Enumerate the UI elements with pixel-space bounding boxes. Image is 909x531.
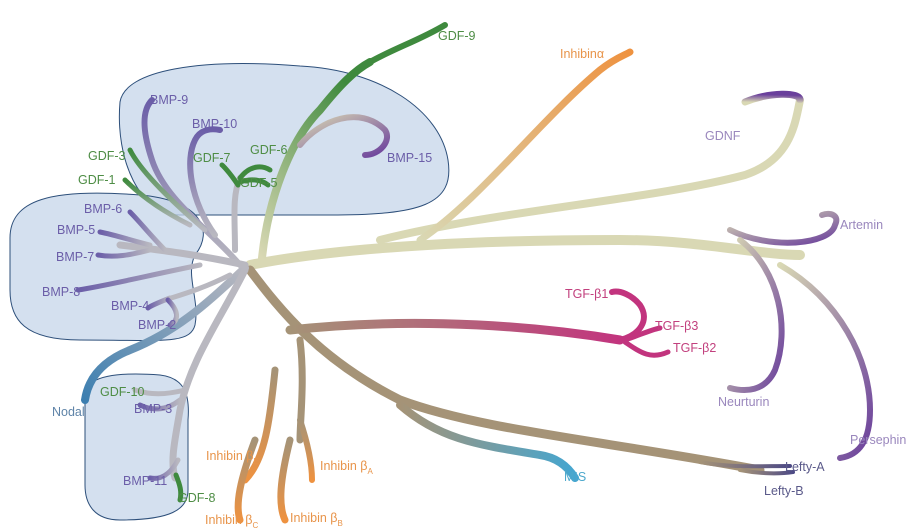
label-gdnf: GDNF	[705, 129, 741, 143]
branch-neurturin	[727, 237, 785, 393]
label-gdf7: GDF-7	[193, 151, 231, 165]
label-gdf8: GDF-8	[178, 491, 216, 505]
label-inhibin-ba: Inhibin βA	[320, 459, 374, 476]
branch-inhibin-alpha	[416, 48, 634, 244]
labels: GDF-9 Inhibinα BMP-9 BMP-10 GDF-3 GDF-7 …	[42, 29, 906, 530]
branch-lefty-a	[698, 460, 792, 469]
label-lefty-b: Lefty-B	[764, 484, 804, 498]
branch-main-right	[245, 234, 805, 270]
branch-bmp2	[165, 297, 179, 328]
label-nodal: Nodal	[52, 405, 85, 419]
label-gdf6: GDF-6	[250, 143, 288, 157]
bmp-branches	[75, 97, 273, 503]
branch-gdf8	[173, 472, 184, 503]
branch-gdf9-stem	[258, 58, 374, 262]
branch-persephin	[777, 262, 874, 461]
branch-mis	[396, 401, 579, 482]
branch-bmp3	[137, 397, 183, 412]
label-inhibin-be: Inhibin βE	[206, 449, 259, 466]
branch-nodal-stem	[81, 264, 249, 404]
label-gdf1: GDF-1	[78, 173, 116, 187]
label-gdf9: GDF-9	[438, 29, 476, 43]
label-tgfb2: TGF-β2	[673, 341, 716, 355]
branch-bmp3-stem	[169, 266, 249, 482]
label-bmp15: BMP-15	[387, 151, 432, 165]
label-bmp9: BMP-9	[150, 93, 188, 107]
branch-gdf10	[132, 387, 188, 397]
branch-inhibin-ba	[297, 417, 315, 483]
branch-gdf9-tip	[367, 22, 448, 65]
label-bmp6: BMP-6	[84, 202, 122, 216]
label-bmp7: BMP-7	[56, 250, 94, 264]
branch-bmp7	[95, 247, 153, 259]
label-neurturin: Neurturin	[718, 395, 769, 409]
branch-tgf-b3	[622, 325, 663, 343]
branch-tgf-b1	[609, 288, 647, 343]
branch-bmp6	[127, 209, 168, 253]
branch-bmp8	[75, 262, 203, 293]
branch-to-gdnf	[376, 96, 804, 244]
branch-gdf3	[127, 147, 208, 233]
label-tgfb3: TGF-β3	[655, 319, 698, 333]
label-bmp8: BMP-8	[42, 285, 80, 299]
label-lefty-a: Lefty-A	[785, 460, 825, 474]
branch-inhibin-bc	[234, 436, 259, 524]
branch-tgf-stem	[285, 318, 625, 345]
label-inhibin-bc: Inhibin βC	[205, 513, 259, 530]
label-bmp5: BMP-5	[57, 223, 95, 237]
label-artemin: Artemin	[840, 218, 883, 232]
label-tgfb1: TGF-β1	[565, 287, 608, 301]
branch-bmp10	[187, 126, 223, 238]
label-inhibin-bb: Inhibin βB	[290, 511, 343, 528]
branch-gdf1	[122, 177, 193, 228]
branch-bmp9	[141, 97, 243, 268]
label-bmp11: BMP-11	[123, 474, 167, 488]
branch-lefty-b	[738, 468, 795, 476]
branch-inhibin-beta	[296, 336, 306, 444]
upper-branches	[245, 22, 874, 461]
label-inhibin-alpha: Inhibinα	[560, 47, 604, 61]
label-gdf5: GDF-5	[240, 176, 278, 190]
label-bmp2: BMP-2	[138, 318, 176, 332]
label-bmp10: BMP-10	[192, 117, 237, 131]
label-bmp3: BMP-3	[134, 402, 172, 416]
branch-bmp15	[297, 114, 390, 158]
label-gdf3: GDF-3	[88, 149, 126, 163]
lower-branches	[234, 265, 795, 524]
branch-inhibin-be	[241, 366, 279, 484]
label-mis: MIS	[564, 470, 586, 484]
branch-gdnf-tip	[741, 90, 804, 106]
branch-bmp5	[97, 229, 153, 248]
branch-gdf5	[237, 177, 271, 188]
label-bmp4: BMP-4	[111, 299, 149, 313]
label-gdf10: GDF-10	[100, 385, 145, 399]
branch-inhibin-bb	[277, 436, 294, 524]
branch-artemin	[727, 210, 840, 246]
branch-main-lower	[245, 265, 765, 475]
branch-tgf-b2	[622, 339, 671, 358]
branch-gdf6	[237, 164, 273, 181]
branch-bmp5-stem	[116, 241, 249, 269]
branch-gdf7	[219, 162, 241, 188]
label-persephin: Persephin	[850, 433, 906, 447]
branch-bmp11	[147, 457, 181, 481]
